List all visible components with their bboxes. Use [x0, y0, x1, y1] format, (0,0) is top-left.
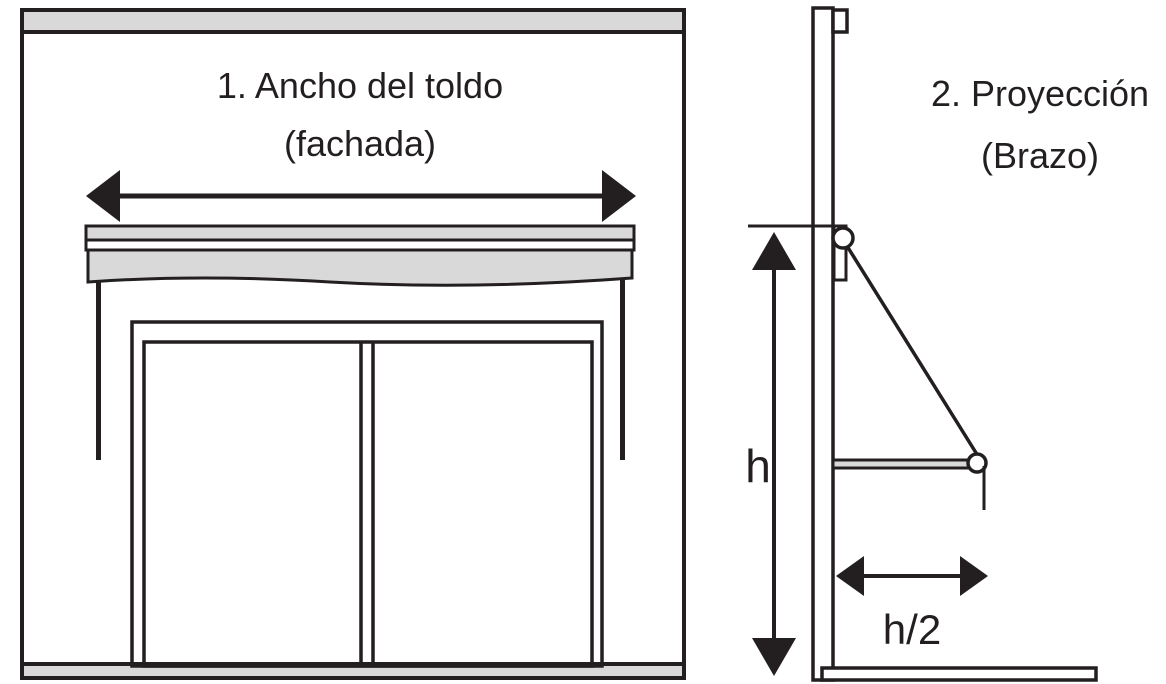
side-wall-cap [831, 8, 849, 34]
width-arrow-right-head [602, 170, 636, 222]
front-title-line2: (fachada) [284, 123, 436, 164]
side-title-line1: 2. Proyección [931, 73, 1149, 114]
width-arrow [86, 170, 636, 222]
awning-valance [86, 248, 634, 287]
front-ceiling-band [20, 8, 686, 34]
height-arrow-top-head [752, 232, 796, 270]
awning-right-guide [620, 280, 625, 460]
width-arrow-left-head [86, 170, 120, 222]
awning-cassette [84, 224, 636, 287]
awning-left-guide [96, 280, 101, 460]
projection-arrow-left-head [836, 556, 864, 596]
awning-front-roller [966, 452, 988, 474]
front-view: 1. Ancho del toldo (fachada) [20, 8, 686, 680]
door-frame [130, 320, 604, 668]
projection-arrow-right-head [960, 556, 988, 596]
height-arrow-bottom-head [752, 638, 796, 676]
awning-arm [845, 245, 980, 457]
side-wall [811, 6, 835, 682]
height-arrow [752, 232, 796, 676]
side-view: 2. Proyección (Brazo) h h/2 [745, 6, 1149, 682]
side-title-line2: (Brazo) [981, 135, 1099, 176]
projection-label: h/2 [883, 606, 941, 653]
awning-pivot [831, 226, 855, 250]
awning-horizontal-bar [831, 458, 975, 470]
height-label: h [745, 440, 771, 492]
projection-arrow [836, 556, 988, 596]
front-title-line1: 1. Ancho del toldo [217, 65, 503, 106]
side-ground [820, 666, 1098, 682]
